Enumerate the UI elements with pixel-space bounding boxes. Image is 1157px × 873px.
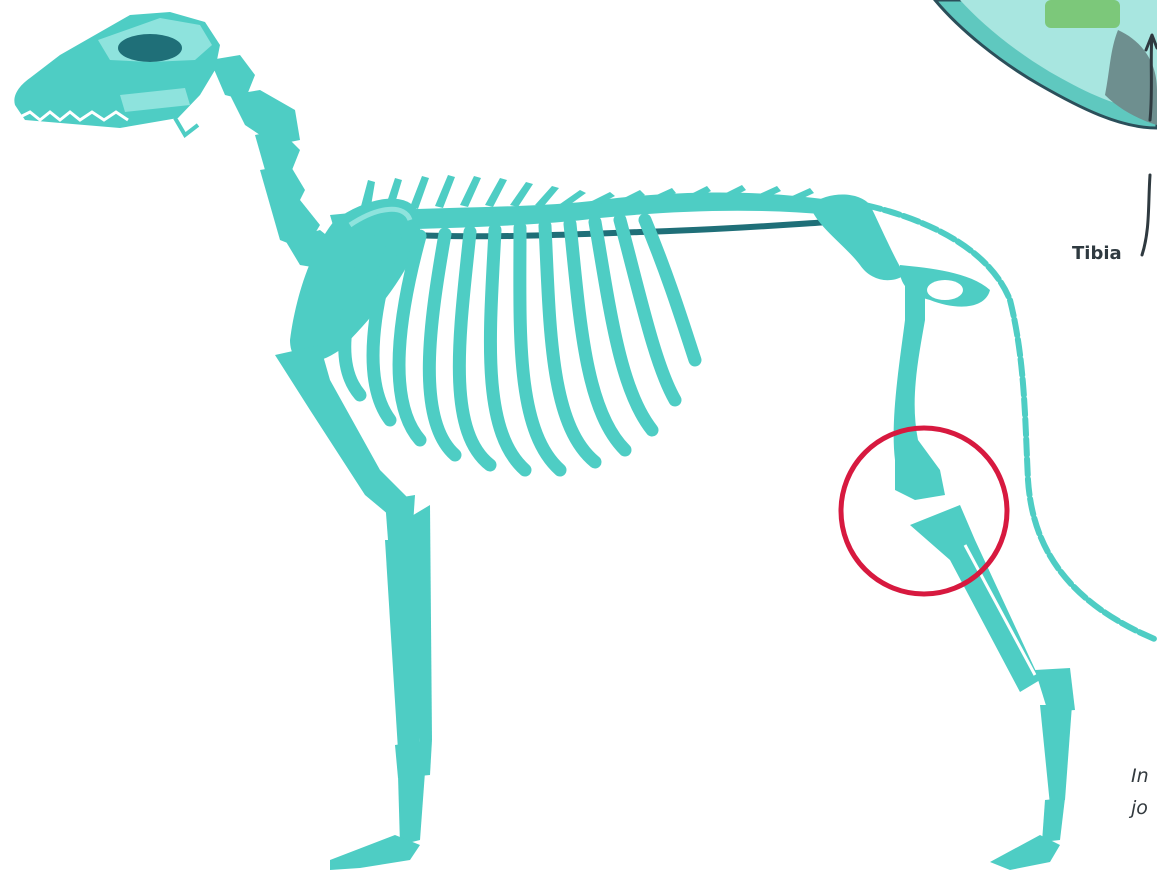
- pelvis: [810, 194, 990, 306]
- tibia-label: Tibia: [1072, 243, 1122, 264]
- tibia-bone: [910, 505, 1040, 692]
- caption-text: In jo: [1131, 760, 1157, 824]
- caption-line-2: jo: [1131, 792, 1157, 824]
- skull: [14, 12, 220, 135]
- caption-line-1: In: [1131, 760, 1157, 792]
- knee-inset-view: [935, 0, 1157, 128]
